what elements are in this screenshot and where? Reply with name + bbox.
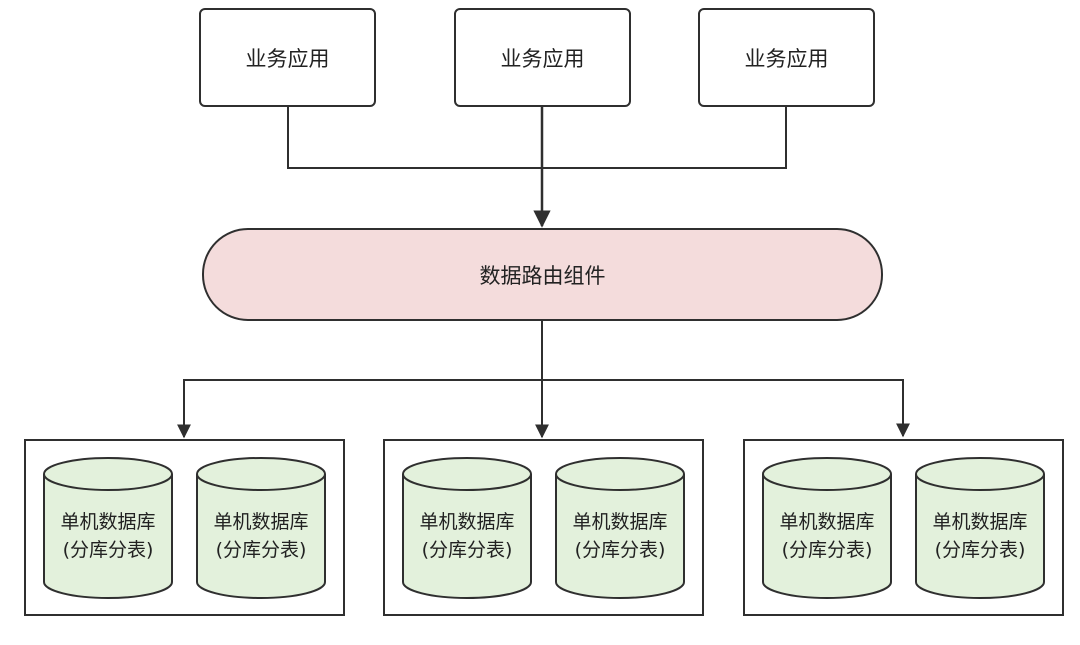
cylinder-icon — [555, 457, 685, 599]
database-sublabel: (分库分表) — [215, 539, 307, 561]
business-app-label: 业务应用 — [744, 46, 829, 71]
router-label: 数据路由组件 — [479, 263, 606, 288]
cylinder-icon — [915, 457, 1045, 599]
database-label: 单机数据库 — [60, 511, 156, 533]
database-cylinder: 单机数据库 (分库分表) — [554, 456, 686, 600]
database-cylinder: 单机数据库 (分库分表) — [195, 456, 327, 600]
database-cylinder: 单机数据库 (分库分表) — [42, 456, 174, 600]
database-sublabel: (分库分表) — [574, 539, 666, 561]
business-app-label: 业务应用 — [245, 46, 330, 71]
router-fanout-line — [183, 379, 910, 438]
database-cylinder: 单机数据库 (分库分表) — [761, 456, 893, 600]
database-label: 单机数据库 — [572, 511, 668, 533]
business-app-box: 业务应用 — [199, 8, 376, 107]
database-cylinder: 单机数据库 (分库分表) — [914, 456, 1046, 600]
business-app-box: 业务应用 — [698, 8, 875, 107]
database-sublabel: (分库分表) — [934, 539, 1026, 561]
business-app-box: 业务应用 — [454, 8, 631, 107]
database-label: 单机数据库 — [932, 511, 1028, 533]
cylinder-icon — [196, 457, 326, 599]
database-label: 单机数据库 — [779, 511, 875, 533]
app-connector — [287, 107, 787, 169]
business-app-label: 业务应用 — [500, 46, 585, 71]
cylinder-icon — [762, 457, 892, 599]
database-sublabel: (分库分表) — [62, 539, 154, 561]
database-sublabel: (分库分表) — [421, 539, 513, 561]
cylinder-icon — [43, 457, 173, 599]
database-cylinder: 单机数据库 (分库分表) — [401, 456, 533, 600]
data-router-component: 数据路由组件 — [202, 228, 883, 321]
database-sublabel: (分库分表) — [781, 539, 873, 561]
database-label: 单机数据库 — [419, 511, 515, 533]
database-label: 单机数据库 — [213, 511, 309, 533]
cylinder-icon — [402, 457, 532, 599]
